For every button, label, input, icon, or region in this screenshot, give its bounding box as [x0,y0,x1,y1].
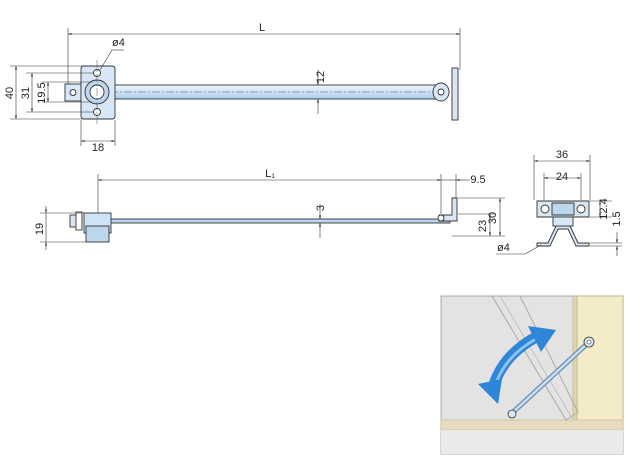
dim-length-l1: L₁ [265,168,275,180]
end-fitting [432,67,459,121]
dim-offset: 9.5 [470,174,485,186]
side-view: L₁ 9.5 3 19 23 [34,168,505,250]
dim-end-inner-width: 24 [556,171,568,183]
dim-height-mid: 31 [20,87,32,99]
shelf-panel [440,419,624,431]
dim-end-height: 12.4 [598,198,610,219]
wall-panel [576,295,624,427]
top-view: L 12 ø4 40 [4,22,461,154]
dim-plate-thickness: 1.5 [611,211,623,226]
dim-bar-width: 12 [315,71,327,83]
dim-height-outer: 40 [4,87,16,99]
dim-total-height: 30 [487,212,499,224]
dim-end-hole: ø4 [497,242,510,254]
dim-overall-length: L [259,22,265,34]
dim-bracket-width: 18 [92,142,104,154]
dim-height-inner: 19.5 [36,82,48,103]
application-view [440,295,624,455]
end-view: 36 24 12.4 1.5 ø4 [496,149,623,256]
pivot-bracket [64,60,116,126]
pivot-block-side [69,211,112,243]
dim-thickness: 3 [315,205,327,211]
dim-base-height: 19 [34,223,46,235]
curved-double-arrow-icon [478,326,556,404]
dim-hole-diameter: ø4 [112,37,125,49]
stay-bar-side [109,218,451,224]
dim-end-outer-width: 36 [556,149,568,161]
dim-drop: 23 [477,220,489,232]
